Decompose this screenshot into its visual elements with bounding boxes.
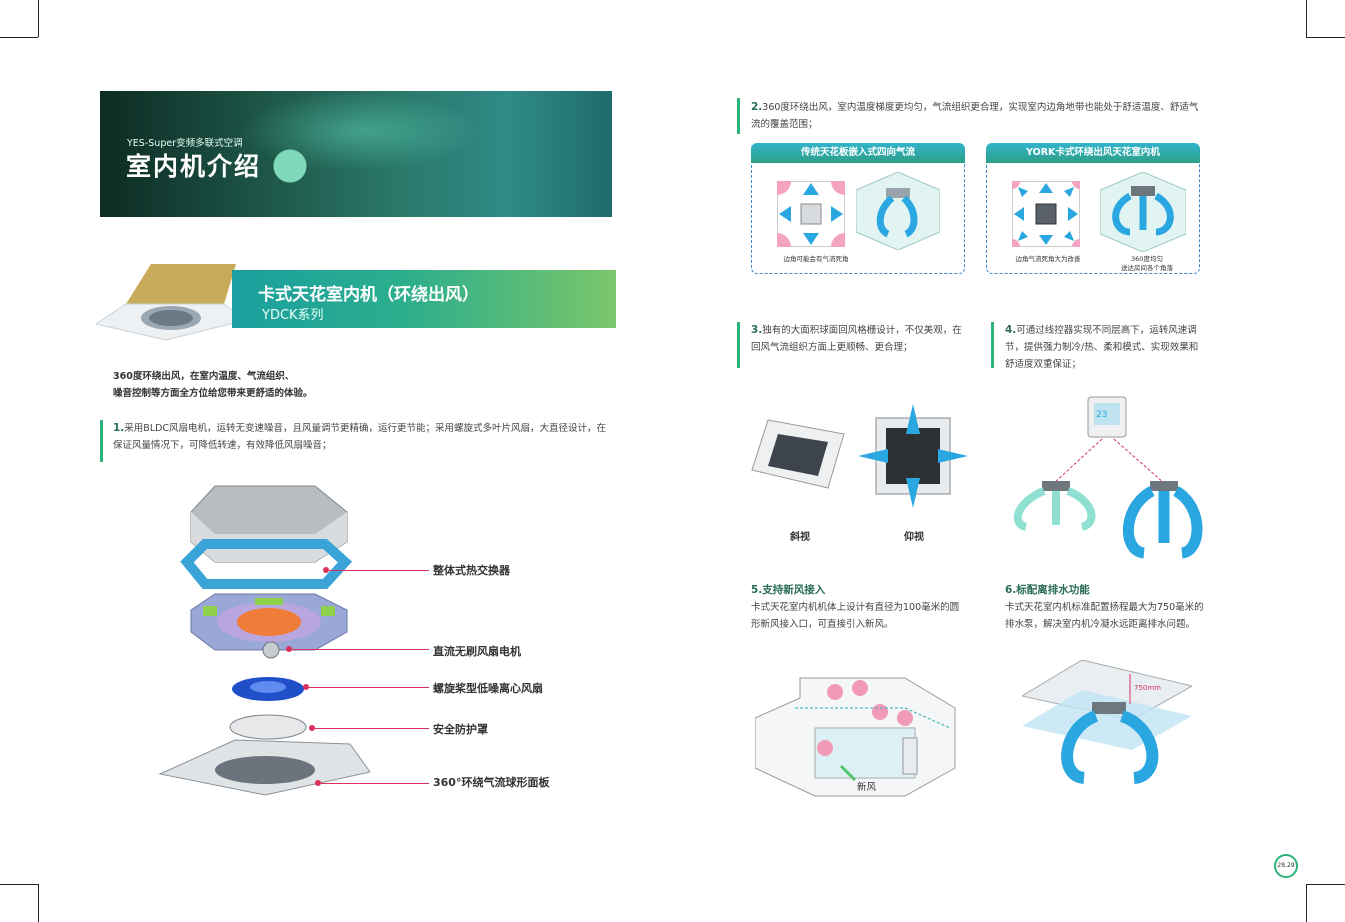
feature-6: 6.标配离排水功能 卡式天花室内机标准配置扬程最大为750毫米的 排水泵，解决室…	[1005, 582, 1225, 633]
grille-oblique-view	[751, 419, 845, 489]
crop-mark	[0, 884, 38, 885]
leader-line	[315, 728, 429, 729]
feature-text: 排水泵，解决室内机冷凝水远距离排水问题。	[1005, 619, 1196, 630]
caption-fresh-air: 新风	[857, 782, 877, 793]
product-series: YDCK系列	[262, 308, 324, 323]
feature-bar	[737, 98, 740, 134]
leader-line	[321, 783, 429, 784]
part-label-motor: 直流无刷风扇电机	[433, 645, 521, 658]
part-label-panel: 360°环绕气流球形面板	[433, 776, 550, 789]
york-note-2a: 360度均匀	[1131, 255, 1163, 263]
feature-bar	[991, 322, 994, 368]
feature-5: 5.支持新风接入 卡式天花室内机机体上设计有直径为100毫米的圆 形新风接入口，…	[751, 582, 981, 633]
crop-mark	[38, 0, 39, 37]
feature-number: 1.	[113, 422, 125, 434]
product-ribbon: 卡式天花室内机（环绕出风） YDCK系列	[232, 270, 616, 328]
leader-dot	[286, 646, 292, 652]
header-subtitle: YES-Super变频多联式空调	[127, 138, 243, 149]
header-banner: YES-Super变频多联式空调 室内机介绍	[100, 91, 612, 217]
feature-text: 独有的大面积球面回风格栅设计，不仅美观，在	[762, 325, 962, 336]
caption-oblique: 斜视	[790, 532, 810, 543]
crop-mark	[0, 37, 38, 38]
crop-mark	[1306, 37, 1345, 38]
crop-mark	[38, 884, 39, 922]
feature-title: 6.标配离排水功能	[1005, 584, 1090, 596]
leader-line	[292, 649, 429, 650]
feature-text: 流的覆盖范围；	[751, 119, 818, 130]
leader-line	[309, 687, 429, 688]
caption-bottom: 仰视	[904, 532, 924, 543]
feature-2: 2.360度环绕出风，室内温度梯度更均匀，气流组织更合理，实现室内边角地带也能处…	[751, 99, 1211, 133]
product-name: 卡式天花室内机（环绕出风）	[258, 285, 479, 305]
four-way-airflow-diagram	[777, 181, 845, 247]
feature-bar	[737, 322, 740, 368]
feature-text: 采用BLDC风扇电机，运转无变速噪音，且风量调节更精确，运行更节能；采用螺旋式多…	[124, 423, 607, 434]
feature-text: 保证风量情况下，可降低转速，有效降低风扇噪音；	[113, 440, 332, 451]
feature-3: 3.独有的大面积球面回风格栅设计，不仅美观，在 回风气流组织方面上更顺畅、更合理…	[751, 322, 981, 356]
traditional-room-airflow	[856, 172, 940, 250]
height-label: 750mm	[1134, 684, 1161, 692]
feature-4: 4.可通过线控器实现不同层高下，运转风速调 节，提供强力制冷/热、柔和模式、实现…	[1005, 322, 1215, 373]
feature-text: 舒适度双重保证；	[1005, 359, 1082, 370]
grille-bottom-view	[858, 404, 968, 508]
feature-number: 2.	[751, 101, 763, 113]
cassette-unit-image	[96, 264, 246, 341]
controller-display: 23	[1096, 410, 1107, 420]
feature-text: 360度环绕出风，室内温度梯度更均匀，气流组织更合理，实现室内边角地带也能处于舒…	[762, 102, 1199, 113]
intro-line: 噪音控制等方面全方位给您带来更舒适的体验。	[113, 388, 313, 399]
part-label-fan: 螺旋桨型低噪离心风扇	[433, 682, 543, 695]
feature-text: 卡式天花室内机标准配置扬程最大为750毫米的	[1005, 602, 1204, 613]
exploded-diagram	[158, 485, 370, 796]
york-note-1: 边角气流死角大为改善	[1015, 255, 1081, 263]
feature-bar	[100, 420, 103, 462]
feature-text: 可通过线控器实现不同层高下，运转风速调	[1016, 325, 1197, 336]
compare-tab-traditional: 传统天花板嵌入式四向气流	[751, 143, 965, 163]
fresh-air-building-diagram	[755, 677, 956, 797]
crop-mark	[1306, 0, 1307, 37]
intro-text: 360度环绕出风，在室内温度、气流组织、 噪音控制等方面全方位给您带来更舒适的体…	[113, 368, 313, 402]
intro-line: 360度环绕出风，在室内温度、气流组织、	[113, 371, 295, 382]
page-number: 28,29	[1274, 854, 1298, 878]
page-title: 室内机介绍	[126, 152, 262, 181]
leader-dot	[323, 567, 329, 573]
feature-number: 3.	[751, 324, 763, 336]
crop-mark	[1306, 884, 1307, 922]
360-airflow-diagram	[1012, 181, 1080, 247]
feature-text: 节，提供强力制冷/热、柔和模式、实现效果和	[1005, 342, 1199, 353]
part-label-heat-exchanger: 整体式热交换器	[433, 564, 510, 577]
feature-title: 5.支持新风接入	[751, 584, 826, 596]
feature-text: 卡式天花室内机机体上设计有直径为100毫米的圆	[751, 602, 960, 613]
leader-dot	[315, 780, 321, 786]
york-note-2b: 送达房间各个角落	[1121, 264, 1173, 272]
feature-1: 1.采用BLDC风扇电机，运转无变速噪音，且风量调节更精确，运行更节能；采用螺旋…	[113, 420, 623, 454]
leader-dot	[303, 684, 309, 690]
york-room-airflow	[1100, 172, 1186, 252]
wired-controller-diagram: 23	[1013, 396, 1203, 559]
compare-tab-york: YORK卡式环绕出风天花室内机	[986, 143, 1200, 163]
feature-text: 回风气流组织方面上更顺畅、更合理；	[751, 342, 913, 353]
leader-line	[329, 570, 429, 571]
drain-pump-diagram: 750mm	[1022, 660, 1192, 784]
traditional-note: 边角可能会有气流死角	[783, 255, 849, 263]
crop-mark	[1306, 884, 1345, 885]
feature-number: 4.	[1005, 324, 1017, 336]
feature-text: 形新风接入口，可直接引入新风。	[751, 619, 894, 630]
leader-dot	[309, 725, 315, 731]
part-label-guard: 安全防护罩	[433, 723, 488, 736]
